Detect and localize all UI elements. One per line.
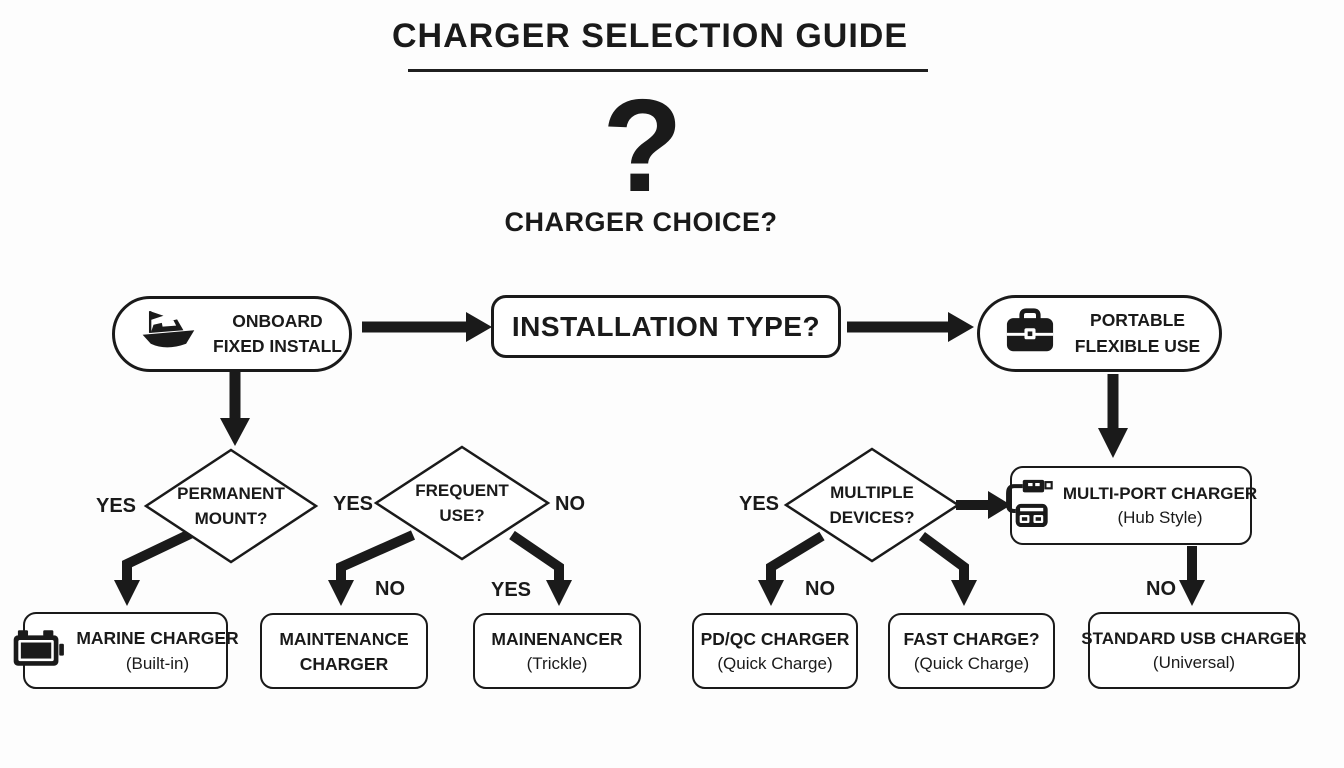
trickle-line1: MAINENANCER bbox=[491, 628, 623, 649]
arrowhead-down-3 bbox=[114, 580, 140, 606]
arrow-devices-right-branch bbox=[919, 531, 969, 582]
node-marine-charger: MARINE CHARGER (Built-in) bbox=[14, 612, 239, 689]
standard-line2: (Universal) bbox=[1152, 653, 1236, 673]
node-fast-charge: FAST CHARGE? (Quick Charge) bbox=[888, 613, 1055, 689]
arrowhead-right-2 bbox=[948, 312, 974, 342]
battery-icon bbox=[12, 627, 66, 674]
node-pdqc-charger: PD/QC CHARGER (Quick Charge) bbox=[692, 613, 858, 689]
arrowhead-down-4 bbox=[328, 580, 354, 606]
permanent-mount-label: PERMANENT MOUNT? bbox=[151, 481, 311, 531]
multiple-devices-label: MULTIPLE DEVICES? bbox=[792, 480, 952, 530]
marine-line2: (Built-in) bbox=[125, 653, 190, 673]
pdqc-line1: PD/QC CHARGER bbox=[700, 628, 850, 649]
arrowhead-down-7 bbox=[951, 580, 977, 606]
label-yes-devices: YES bbox=[738, 493, 780, 515]
multi-port-line1: MULTI-PORT CHARGER bbox=[1062, 483, 1258, 503]
node-onboard-fixed-install: ONBOARD FIXED INSTALL bbox=[112, 296, 352, 372]
onboard-label-line1: ONBOARD bbox=[232, 310, 323, 331]
multi-port-line2: (Hub Style) bbox=[1117, 508, 1203, 528]
node-multi-port-charger: MULTI-PORT CHARGER (Hub Style) bbox=[1005, 466, 1257, 545]
pdqc-line2: (Quick Charge) bbox=[717, 654, 833, 674]
node-trickle-charger: MAINENANCER (Trickle) bbox=[473, 613, 641, 689]
label-yes-frequent-branch: YES bbox=[490, 579, 532, 601]
fast-line1: FAST CHARGE? bbox=[903, 628, 1040, 649]
node-maintenance-charger: MAINTENANCE CHARGER bbox=[260, 613, 428, 689]
label-yes-frequent: YES bbox=[332, 493, 374, 515]
frequent-use-line2: USE? bbox=[439, 506, 485, 525]
node-standard-usb-charger: STANDARD USB CHARGER (Universal) bbox=[1081, 612, 1307, 689]
label-no-frequent: NO bbox=[555, 493, 585, 515]
permanent-mount-line2: MOUNT? bbox=[194, 509, 268, 528]
arrowhead-down-6 bbox=[758, 580, 784, 606]
portable-label-line2: FLEXIBLE USE bbox=[1074, 335, 1201, 356]
frequent-use-line1: FREQUENT bbox=[415, 480, 509, 500]
label-no-multiport-branch: NO bbox=[1146, 578, 1176, 600]
arrow-devices-left-branch bbox=[766, 531, 825, 582]
frequent-use-label: FREQUENT USE? bbox=[382, 478, 542, 528]
label-yes-permanent: YES bbox=[95, 495, 137, 517]
subtitle: CHARGER CHOICE? bbox=[504, 207, 778, 237]
label-no-devices-branch: NO bbox=[805, 578, 835, 600]
maintenance-line2: CHARGER bbox=[299, 653, 389, 674]
page-title: CHARGER SELECTION GUIDE bbox=[391, 17, 909, 55]
arrowhead-right-1 bbox=[466, 312, 492, 342]
permanent-mount-line1: PERMANENT bbox=[177, 483, 285, 503]
multiple-devices-line2: DEVICES? bbox=[829, 508, 915, 527]
usb-hub-icon bbox=[1005, 476, 1053, 535]
standard-line1: STANDARD USB CHARGER bbox=[1081, 628, 1307, 648]
onboard-label-line2: FIXED INSTALL bbox=[213, 336, 342, 356]
maintenance-line1: MAINTENANCE bbox=[279, 628, 409, 649]
marine-line1: MARINE CHARGER bbox=[76, 628, 239, 649]
portable-label-line1: PORTABLE bbox=[1090, 310, 1185, 331]
arrow-permanent-yes-branch bbox=[122, 528, 195, 582]
installation-type-label: INSTALLATION TYPE? bbox=[511, 310, 821, 342]
briefcase-icon bbox=[1004, 307, 1056, 360]
arrowhead-down-2 bbox=[1098, 428, 1128, 458]
node-portable-flexible-use: PORTABLE FLEXIBLE USE bbox=[977, 295, 1222, 372]
title-underline bbox=[408, 69, 928, 72]
label-no-frequent-branch: NO bbox=[375, 578, 405, 600]
fast-line2: (Quick Charge) bbox=[913, 654, 1030, 674]
node-installation-type: INSTALLATION TYPE? bbox=[491, 295, 841, 358]
boat-icon bbox=[139, 309, 197, 360]
arrow-frequent-right-branch bbox=[509, 530, 564, 582]
arrow-frequent-left-branch bbox=[336, 530, 416, 582]
arrowhead-down-1 bbox=[220, 418, 250, 446]
arrowhead-down-5 bbox=[546, 580, 572, 606]
trickle-line2: (Trickle) bbox=[526, 654, 588, 674]
multiple-devices-line1: MULTIPLE bbox=[830, 482, 914, 502]
big-question-mark: ? bbox=[602, 72, 683, 219]
